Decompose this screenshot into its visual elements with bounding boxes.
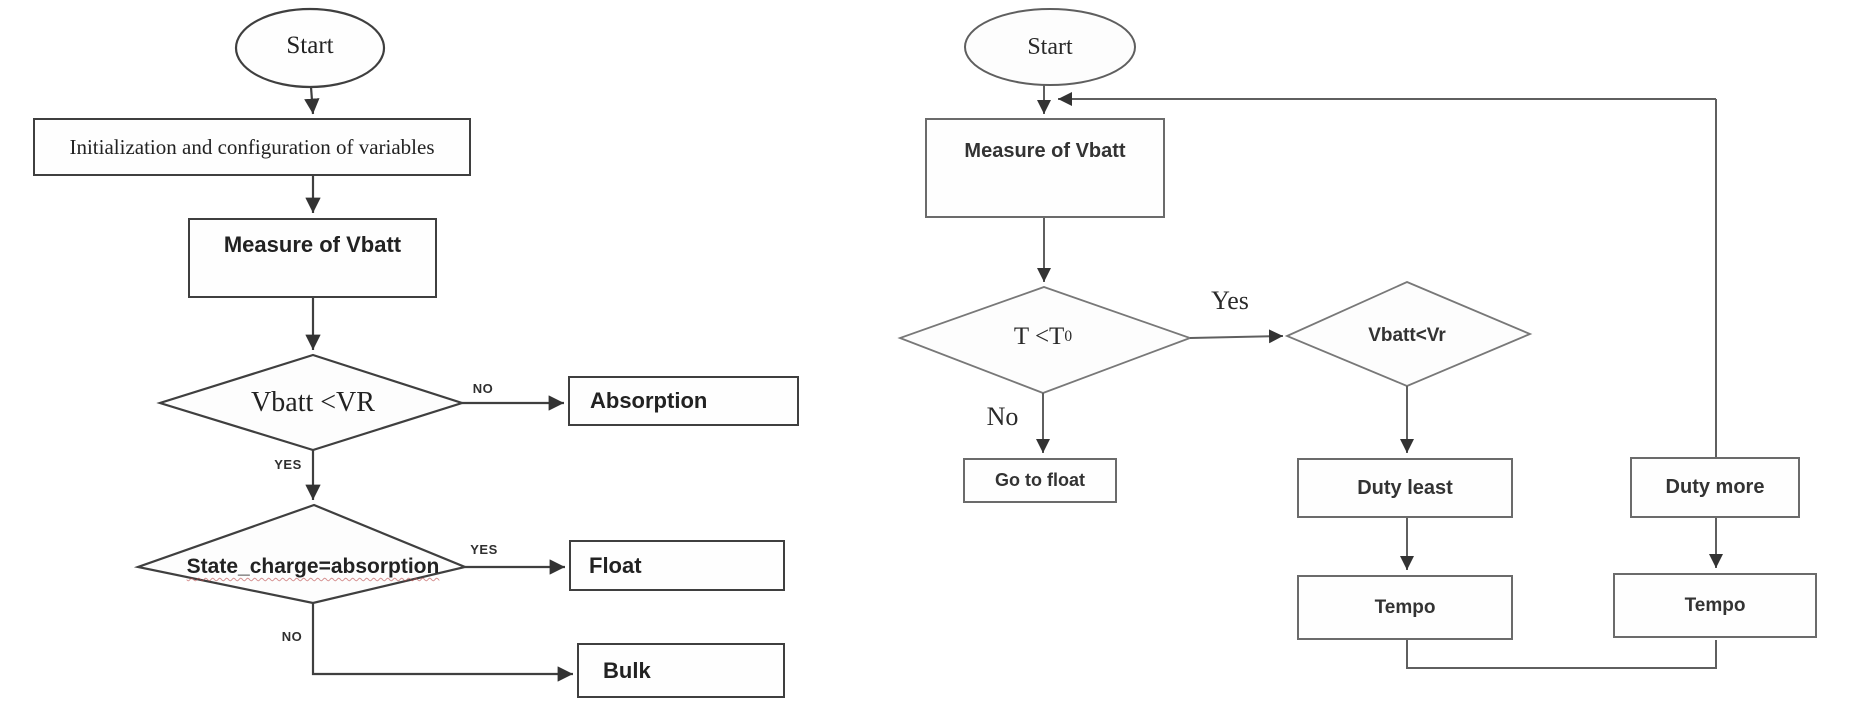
left-decision-vbatt-label: Vbatt <VR: [251, 387, 375, 418]
left-measure-box: Measure of Vbatt: [188, 218, 437, 298]
right-gotofloat-box: Go to float: [963, 458, 1117, 503]
right-branch-yes-label: Yes: [1211, 286, 1249, 315]
right-branch-no-label: No: [986, 402, 1019, 431]
left-start-label: Start: [286, 32, 334, 59]
right-dutyleast-box: Duty least: [1297, 458, 1513, 518]
left-branch-no2-label: NO: [281, 628, 303, 644]
left-branch-yes2-label: YES: [470, 541, 498, 557]
left-connector-start-init: [304, 86, 320, 115]
left-branch-no-label: NO: [472, 380, 494, 396]
left-decision-state-label: State_charge=absorption: [186, 555, 440, 578]
left-bulk-box: Bulk: [577, 643, 785, 698]
left-connector-no-bulk: [311, 603, 573, 682]
right-connector-yes-decision-vbatt: [1189, 329, 1284, 344]
right-start-label: Start: [1027, 33, 1073, 60]
right-start-ellipse: [964, 8, 1136, 86]
left-start-ellipse: [234, 7, 386, 89]
right-dutymore-box: Duty more: [1630, 457, 1800, 518]
left-absorption-box: Absorption: [568, 376, 799, 426]
right-tempo-right-box: Tempo: [1613, 573, 1817, 638]
left-init-box: Initialization and configuration of vari…: [33, 118, 471, 176]
left-float-box: Float: [569, 540, 785, 591]
right-measure-box: Measure of Vbatt: [925, 118, 1165, 218]
left-branch-yes-label: YES: [274, 456, 302, 472]
right-tempo-left-box: Tempo: [1297, 575, 1513, 640]
right-bottom-loop: [1406, 640, 1717, 669]
right-decision-t-text: T <T: [1013, 323, 1065, 350]
right-decision-vbatt-label: Vbatt<Vr: [1368, 325, 1446, 346]
